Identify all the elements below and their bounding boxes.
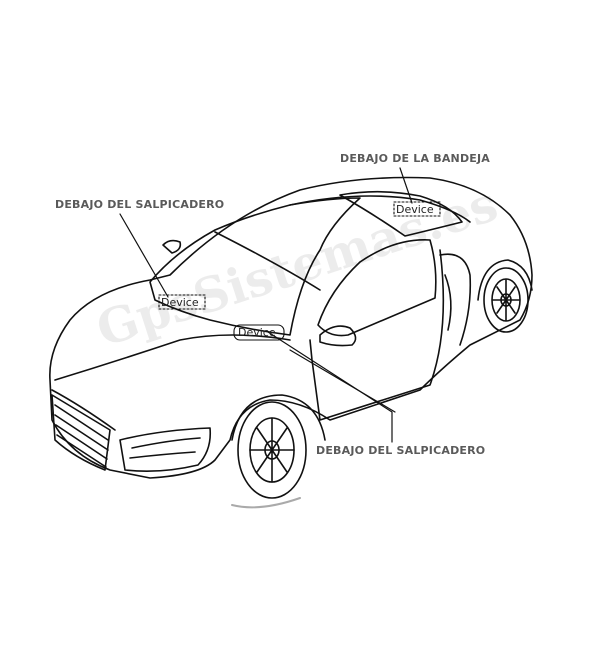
leader-dashboard-bottom-2: [289, 349, 396, 413]
device-tag-dashboard: Device: [161, 296, 199, 309]
windshield: [149, 197, 361, 336]
device-tag-rear: Device: [396, 203, 434, 216]
roof-line: [214, 231, 321, 291]
side-window: [317, 239, 437, 337]
front-arch: [231, 394, 326, 441]
hood-crease: [54, 334, 291, 381]
device-tag-center: Device: [238, 326, 276, 339]
ground-shadow: [231, 497, 301, 509]
leader-dashboard-top: [119, 213, 169, 298]
rear-window: [339, 190, 463, 237]
side-intake-inner: [444, 274, 452, 331]
leader-rear-tray: [399, 167, 413, 204]
side-mirror: [319, 325, 357, 347]
label-dashboard-bottom: DEBAJO DEL SALPICADERO: [316, 444, 486, 457]
rear-wheel: [483, 267, 529, 333]
label-rear-tray: DEBAJO DE LA BANDEJA: [340, 152, 490, 165]
device-box-rear: [393, 201, 441, 217]
label-dashboard-top: DEBAJO DEL SALPICADERO: [55, 198, 225, 211]
headlight: [119, 427, 212, 473]
front-wheel: [237, 401, 307, 499]
rear-arch: [477, 259, 533, 301]
side-intake: [439, 253, 472, 346]
interior-mirror: [162, 239, 182, 254]
leader-dashboard-bottom: [267, 331, 393, 443]
device-box-dashboard: [158, 294, 206, 310]
hood-front: [51, 389, 116, 431]
car-body: [49, 176, 533, 479]
door-outline: [309, 249, 445, 421]
device-box-center: [233, 324, 285, 341]
